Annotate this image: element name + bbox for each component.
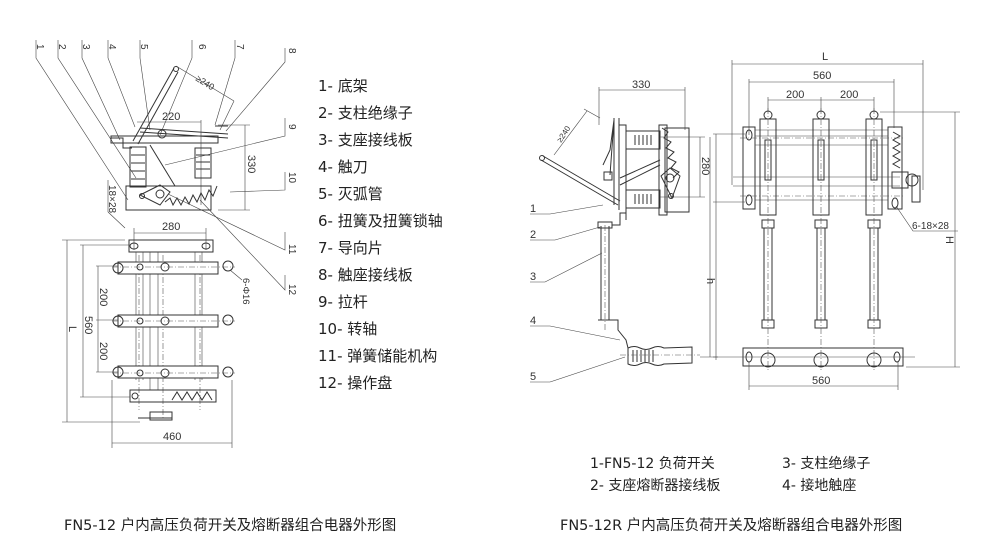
base-frame — [125, 184, 212, 211]
callout-6: 6 — [196, 44, 207, 50]
dim-spacing-2: 200 — [840, 89, 858, 101]
callout-2: 2 — [56, 44, 67, 50]
insulator-top — [625, 130, 661, 150]
phase-column-1 — [759, 108, 777, 370]
insulator-bottom — [625, 189, 661, 209]
right-callout-leaders — [530, 204, 626, 383]
phase-column-3 — [865, 108, 883, 370]
spring-right — [661, 127, 680, 179]
dim-span-top: 560 — [813, 70, 831, 82]
right-caption: FN5-12R 户内高压负荷开关及熔断器组合电器外形图 — [560, 518, 903, 534]
callout-4: 4 — [106, 44, 117, 50]
dim-top-width: 220 — [162, 111, 180, 123]
legend-item: 8- 触座接线板 — [318, 266, 413, 284]
legend-item: 12- 操作盘 — [318, 374, 393, 392]
legend-item: 1- 底架 — [318, 77, 368, 95]
insulator-right — [194, 147, 212, 179]
left-top-view: 280 — [62, 221, 251, 448]
legend-item: 7- 导向片 — [318, 239, 383, 257]
knife-blade — [132, 66, 179, 145]
grip — [620, 346, 700, 366]
callout-r2: 2 — [530, 229, 536, 241]
operating-disc — [149, 411, 173, 421]
spring-mechanism — [164, 185, 218, 207]
legend-item: 2- 支座熔断器接线板 — [590, 478, 721, 494]
dim-overall-L: L — [822, 51, 828, 63]
dim-side-width: 330 — [632, 79, 650, 91]
left-side-view: 1 2 3 4 5 6 7 8 9 10 11 12 ≥240 — [34, 40, 297, 296]
dim-spacing-1: 200 — [786, 89, 804, 101]
callout-r5: 5 — [530, 371, 536, 383]
dim-side-height: 280 — [699, 157, 711, 175]
callout-9: 9 — [286, 124, 297, 130]
callout-3: 3 — [80, 44, 91, 50]
top-plate — [110, 125, 229, 149]
dim-span-bottom: 560 — [812, 375, 830, 387]
dim-angle-min: ≥240 — [194, 73, 216, 92]
operating-mechanism — [129, 389, 217, 403]
legend-item: 9- 拉杆 — [318, 293, 368, 311]
dim-holes: 6-Φ16 — [240, 278, 251, 305]
callout-labels: 1 2 3 4 5 6 7 8 9 10 11 12 — [34, 44, 297, 296]
legend-item: 1-FN5-12 负荷开关 — [590, 456, 715, 472]
dim-slot: 18×28 — [106, 185, 117, 214]
legend-item: 11- 弹簧储能机构 — [318, 347, 438, 365]
dim-overall-length: L — [66, 326, 78, 332]
dim-base-width: 280 — [162, 221, 180, 233]
phase-column-2 — [812, 108, 830, 370]
dim-phase-spacing-1: 200 — [97, 288, 109, 306]
left-plate — [742, 126, 756, 210]
right-plate — [887, 126, 903, 210]
dim-bottom-width: 460 — [163, 431, 181, 443]
legend-item: 4- 接地触座 — [782, 478, 857, 494]
right-side-view: 330 ≥240 — [530, 79, 718, 383]
dim-total-span: 560 — [82, 316, 94, 334]
callout-r3: 3 — [530, 271, 536, 283]
callout-5: 5 — [138, 44, 149, 50]
callout-12: 12 — [286, 284, 297, 296]
legend-item: 3- 支座接线板 — [318, 131, 413, 149]
legend-item: 2- 支柱绝缘子 — [318, 104, 413, 122]
dim-holes-right: 6-18×28 — [912, 221, 949, 232]
dim-overall-H: H — [943, 236, 955, 244]
dim-height: 330 — [245, 155, 257, 173]
phase-assembly-2 — [112, 314, 235, 328]
handle — [539, 155, 621, 206]
left-parts-legend: 1- 底架 2- 支柱绝缘子 3- 支座接线板 4- 触刀 5- 灭弧管 6- … — [318, 73, 443, 397]
callout-r4: 4 — [530, 315, 536, 327]
legend-item: 4- 触刀 — [318, 158, 368, 176]
insulator-left — [129, 146, 147, 188]
operating-shaft — [597, 221, 629, 349]
legend-item: 10- 转轴 — [318, 320, 378, 338]
legend-item: 3- 支柱绝缘子 — [782, 456, 871, 472]
callout-7: 7 — [234, 44, 245, 50]
phase-assembly-1 — [112, 260, 235, 275]
callout-10: 10 — [286, 172, 297, 184]
dim-height-h: h — [704, 278, 716, 284]
callout-11: 11 — [286, 244, 297, 255]
top-bar — [128, 239, 214, 253]
phase-assembly-3 — [112, 365, 235, 379]
left-caption: FN5-12 户内高压负荷开关及熔断器组合电器外形图 — [64, 518, 397, 534]
callout-r1: 1 — [530, 203, 536, 215]
legend-item: 5- 灭弧管 — [318, 185, 383, 203]
right-front-view: L 560 200 200 — [713, 51, 960, 390]
callout-leaders — [35, 40, 286, 291]
callout-1: 1 — [34, 44, 45, 50]
callout-8: 8 — [286, 48, 297, 54]
legend-item: 6- 扭簧及扭簧锁轴 — [318, 212, 443, 230]
dim-phase-spacing-2: 200 — [97, 342, 109, 360]
